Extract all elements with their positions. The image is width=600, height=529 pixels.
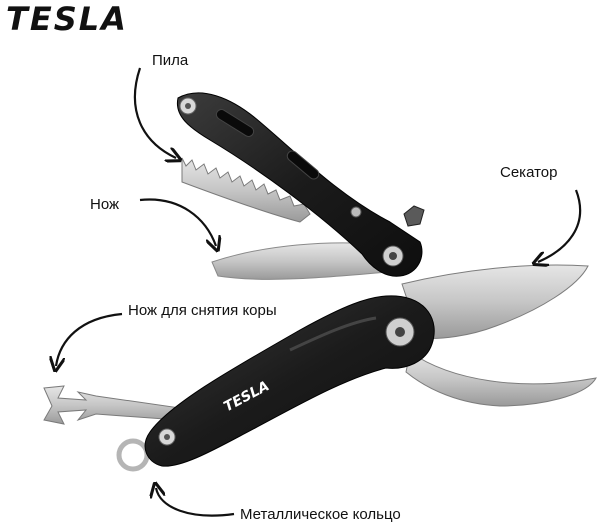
saw-blade [181, 157, 311, 223]
label-pruner: Секатор [500, 164, 558, 181]
pruner-lower-blade [405, 351, 597, 407]
arrow-bark-knife [56, 312, 123, 366]
metal-ring [116, 438, 150, 472]
label-bark-knife: Нож для снятия коры [128, 302, 277, 319]
brand-logo: TESLA [6, 0, 128, 38]
label-metal-ring: Металлическое кольцо [240, 506, 401, 523]
label-knife: Нож [90, 196, 120, 213]
arrow-saw [133, 67, 176, 158]
pruner-upper-blade [401, 264, 589, 339]
bottom-handle [144, 295, 435, 467]
top-handle [176, 92, 423, 277]
bark-knife [43, 385, 181, 425]
label-saw: Пила [152, 52, 189, 69]
arrow-metal-ring [156, 488, 235, 517]
arrow-knife [139, 198, 216, 246]
arrow-pruner [538, 189, 582, 262]
